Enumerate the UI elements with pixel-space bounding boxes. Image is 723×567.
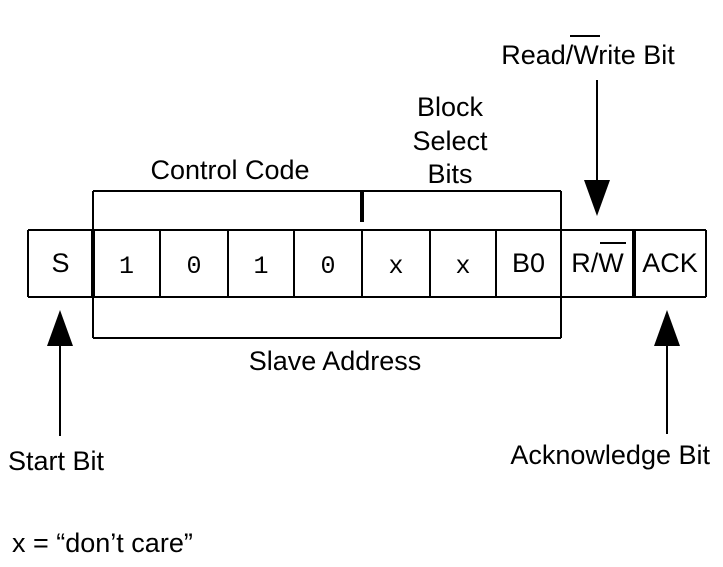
- read-write-bit-label: Read/Write Bit: [501, 40, 675, 70]
- block-select-label-line1: Block: [417, 92, 484, 122]
- dont-care-note: x = “don’t care”: [12, 528, 193, 558]
- cell-bit-1: 1: [119, 252, 134, 281]
- cell-block-select-b0: B0: [512, 248, 545, 278]
- cell-bit-0a: 0: [186, 252, 201, 281]
- block-select-label-line3: Bits: [427, 159, 472, 189]
- cell-start: S: [51, 248, 69, 278]
- top-bracket: [92, 190, 562, 229]
- cell-dont-care-x1: x: [388, 252, 403, 281]
- acknowledge-bit-label: Acknowledge Bit: [510, 440, 710, 470]
- cell-bit-1b: 1: [253, 252, 268, 281]
- read-write-arrow-head: [584, 180, 610, 216]
- control-code-label: Control Code: [150, 155, 309, 185]
- cell-read-write: R/W: [571, 248, 624, 278]
- cell-dont-care-x2: x: [455, 252, 470, 281]
- cell-ack: ACK: [642, 248, 698, 278]
- start-bit-arrow-head: [47, 310, 73, 346]
- slave-address-label: Slave Address: [249, 346, 422, 376]
- slave-address-bracket: [92, 297, 562, 339]
- block-select-label-line2: Select: [412, 126, 488, 156]
- cell-bit-0b: 0: [320, 252, 335, 281]
- start-bit-label: Start Bit: [8, 446, 105, 476]
- register-cells: S 1 0 1 0 x x B0 R/W ACK: [27, 229, 707, 298]
- acknowledge-bit-arrow-head: [654, 310, 680, 346]
